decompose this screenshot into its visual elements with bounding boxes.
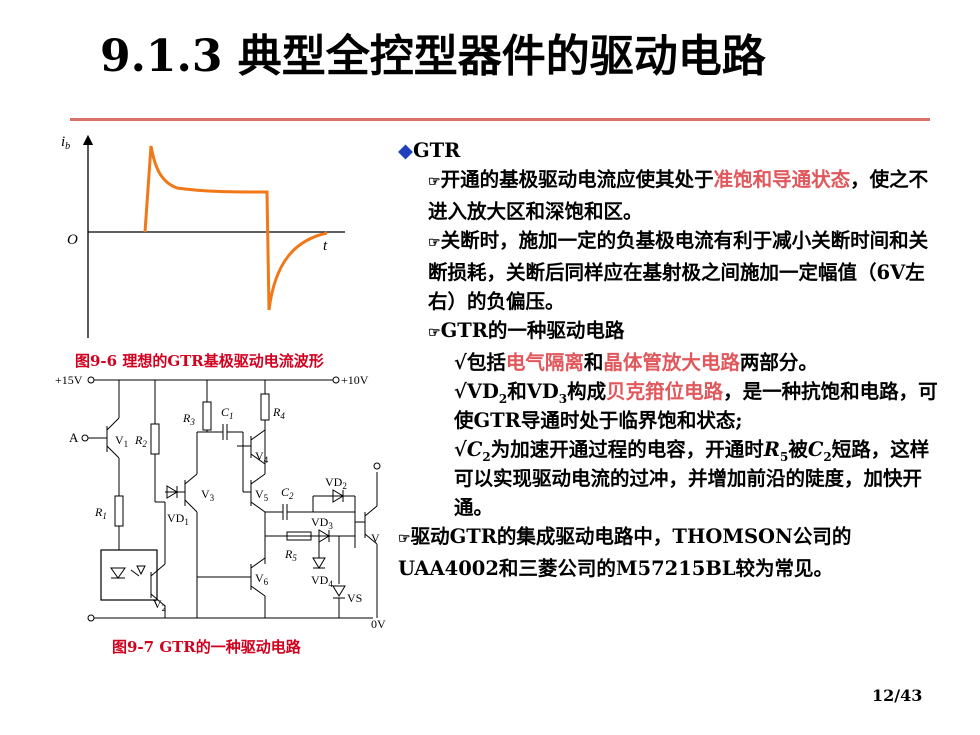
content-text: ◆GTR ☞开通的基极驱动电流应使其处于准饱和导通状态，使之不进入放大区和深饱和…	[398, 136, 938, 583]
check-item-parts: √包括电气隔离和晶体管放大电路两部分。	[454, 351, 818, 374]
bullet-turn-on: ☞开通的基极驱动电流应使其处于准饱和导通状态，使之不进入放大区和深饱和区。	[428, 168, 929, 223]
x-axis-label: t	[323, 238, 328, 254]
check-icon: √	[454, 351, 467, 374]
svg-text:VD2: VD2	[325, 475, 347, 491]
diamond-icon: ◆	[398, 139, 413, 162]
waveform-figure: ib O t	[61, 134, 345, 338]
page-number: 12/43	[872, 686, 923, 705]
figure-9-7-caption: 图9-7 GTR的一种驱动电路	[112, 638, 301, 656]
pointing-hand-icon: ☞	[428, 325, 441, 341]
svg-text:V4: V4	[255, 449, 269, 465]
svg-text:VS: VS	[347, 591, 362, 605]
svg-text:V5: V5	[255, 487, 269, 503]
svg-text:V1: V1	[115, 433, 128, 449]
svg-text:V2: V2	[153, 597, 166, 613]
check-icon: √	[454, 380, 467, 403]
slide-title: 9.1.3 典型全控型器件的驱动电路	[100, 31, 766, 82]
check-item-baker-clamp: √VD2和VD3构成贝克箝位电路，是一种抗饱和电路，可使GTR导通时处于临界饱和…	[454, 380, 938, 432]
title-divider	[70, 118, 930, 121]
check-icon: √	[454, 438, 467, 461]
y-axis-label: ib	[61, 134, 70, 152]
check-item-speedup-capacitor: √C2为加速开通过程的电容，开通时R5被C2短路，这样可以实现驱动电流的过冲，并…	[454, 438, 930, 519]
bullet-driver-circuit: ☞GTR的一种驱动电路	[428, 319, 625, 342]
svg-text:+15V: +15V	[55, 373, 83, 387]
base-current-wave	[143, 145, 328, 311]
svg-text:V: V	[371, 531, 380, 545]
figure-9-6-caption: 图9-6 理想的GTR基极驱动电流波形	[75, 352, 324, 370]
svg-text:C2: C2	[281, 485, 294, 501]
svg-text:C1: C1	[221, 405, 234, 421]
svg-text:A: A	[69, 430, 79, 445]
svg-text:R5: R5	[284, 547, 297, 563]
svg-text:V6: V6	[255, 571, 269, 587]
svg-text:R3: R3	[182, 411, 195, 427]
driver-circuit: +15V +10V 0V A V1 R1 V2 R2 VD1 V3 R3 C1 …	[55, 373, 386, 631]
svg-text:VD4: VD4	[311, 573, 333, 589]
gtr-heading: ◆GTR	[398, 139, 461, 162]
pointing-hand-icon: ☞	[398, 531, 411, 547]
svg-text:V3: V3	[201, 487, 215, 503]
pointing-hand-icon: ☞	[428, 235, 441, 251]
pointing-hand-icon: ☞	[428, 174, 441, 190]
svg-text:R2: R2	[134, 433, 147, 449]
svg-text:+10V: +10V	[341, 373, 369, 387]
origin-label: O	[67, 232, 78, 248]
bullet-integrated-driver: ☞驱动GTR的集成驱动电路中，THOMSON公司的UAA4002和三菱公司的M5…	[398, 525, 852, 580]
svg-text:R1: R1	[94, 505, 107, 521]
svg-text:R4: R4	[272, 405, 285, 421]
bullet-turn-off: ☞关断时，施加一定的负基极电流有利于减小关断时间和关断损耗，关断后同样应在基射极…	[428, 229, 929, 313]
svg-text:0V: 0V	[371, 617, 386, 631]
svg-text:VD3: VD3	[311, 515, 333, 531]
svg-text:VD1: VD1	[167, 511, 189, 527]
